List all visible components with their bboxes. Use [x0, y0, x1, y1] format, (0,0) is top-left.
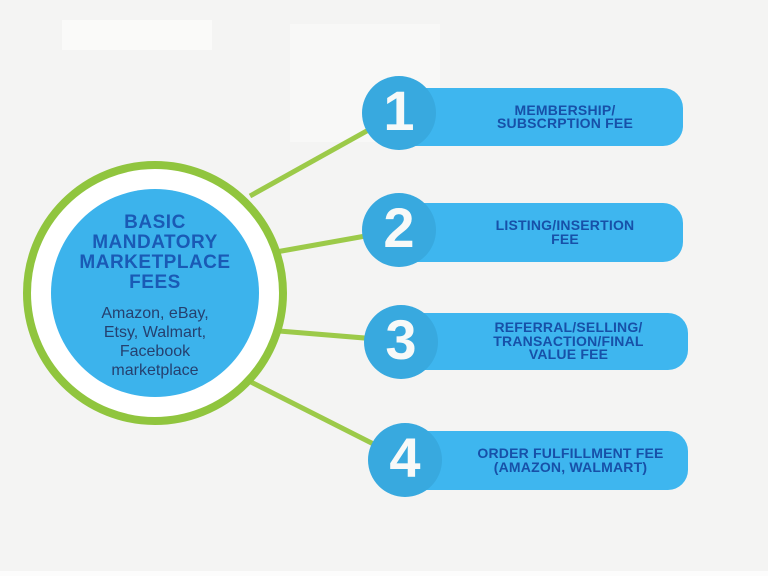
item-number-badge: 2 [362, 193, 436, 267]
fee-pill: LISTING/INSERTION FEE [389, 203, 683, 262]
item-number-badge: 1 [362, 76, 436, 150]
fee-pill: ORDER FULFILLMENT FEE (AMAZON, WALMART) [395, 431, 688, 490]
item-number: 3 [385, 308, 417, 371]
item-number: 1 [383, 79, 415, 142]
item-label: MEMBERSHIP/ SUBSCRPTION FEE [496, 101, 633, 131]
central-title: BASIC MANDATORY MARKETPLACE FEES [79, 211, 231, 293]
item-label: ORDER FULFILLMENT FEE (AMAZON, WALMART) [477, 445, 664, 475]
item-label: LISTING/INSERTION FEE [495, 217, 635, 247]
item-number: 2 [383, 196, 415, 259]
fee-pill: REFERRAL/SELLING/ TRANSACTION/FINAL VALU… [391, 313, 688, 370]
central-topic: BASIC MANDATORY MARKETPLACE FEES Amazon,… [51, 189, 259, 397]
item-number: 4 [389, 426, 421, 489]
item-label: REFERRAL/SELLING/ TRANSACTION/FINAL VALU… [493, 319, 644, 363]
central-subtitle: Amazon, eBay, Etsy, Walmart, Facebook ma… [101, 304, 209, 379]
item-number-badge: 3 [364, 305, 438, 379]
item-number-badge: 4 [368, 423, 442, 497]
